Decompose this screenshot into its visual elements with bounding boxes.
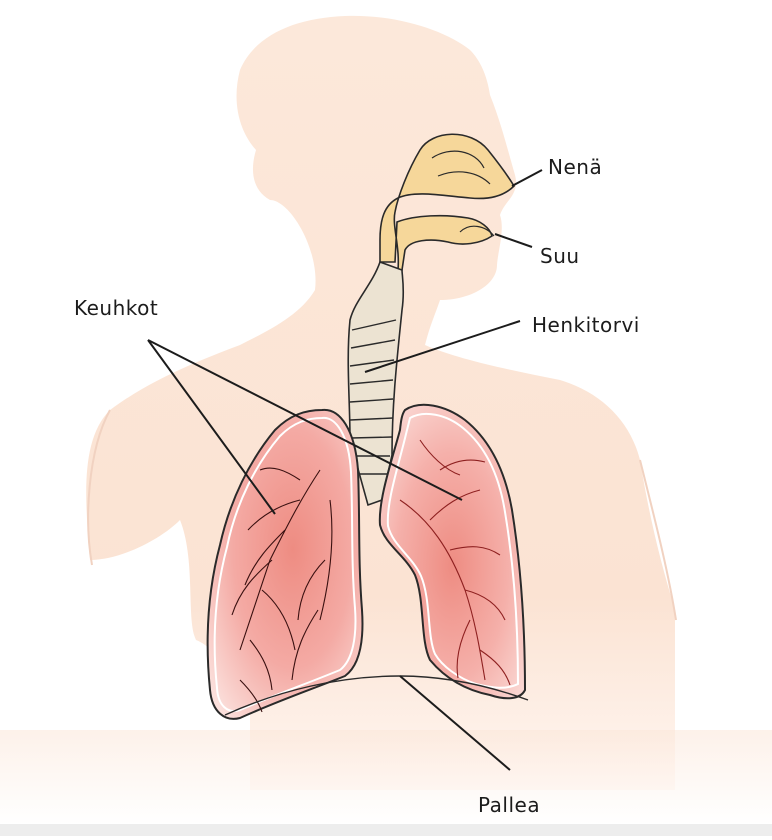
bottom-strip <box>0 824 772 836</box>
label-trachea: Henkitorvi <box>532 313 640 337</box>
label-nose: Nenä <box>548 155 602 179</box>
label-mouth: Suu <box>540 244 580 268</box>
leader-nose <box>512 170 542 186</box>
label-lungs: Keuhkot <box>74 296 158 320</box>
label-diaphragm: Pallea <box>478 793 540 817</box>
